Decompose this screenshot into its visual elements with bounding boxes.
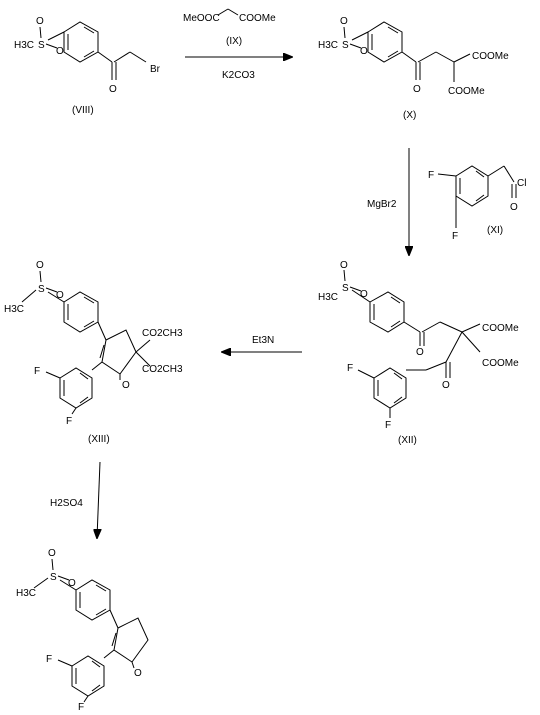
- x-ketone-o: O: [413, 84, 421, 95]
- xiii-fluorine-bottom: F: [66, 416, 72, 427]
- step4-reagent: H2SO4: [50, 498, 83, 509]
- viii-methyl: H3C: [14, 40, 34, 51]
- xii-sulfonyl-o-top: O: [340, 260, 348, 271]
- step2-conditions: MgBr2: [367, 148, 409, 255]
- xii-ester-top: COOMe: [482, 323, 519, 334]
- compound-xii: S O O H3C O COOMe COOMe O F F (XII): [318, 260, 519, 446]
- xii-ester-bottom: COOMe: [482, 358, 519, 369]
- xiii-label: (XIII): [88, 434, 110, 445]
- xii-label: (XII): [398, 435, 417, 446]
- viii-bromine: Br: [150, 64, 161, 75]
- xiii-fluorine-top: F: [34, 366, 40, 377]
- compound-x: S O O H3C O COOMe COOMe (X): [318, 16, 509, 121]
- xiii-ester-top: CO2CH3: [142, 328, 183, 339]
- step4-arrow: [97, 461, 100, 538]
- step3-reagent: Et3N: [252, 335, 274, 346]
- viii-ketone-o: O: [109, 84, 117, 95]
- xi-label: (XI): [487, 225, 503, 236]
- product-methyl: H3C: [16, 588, 36, 599]
- step4-conditions: H2SO4: [50, 461, 100, 538]
- xiii-ketone-o: O: [122, 380, 130, 391]
- step1-conditions: MeOOC COOMe (IX) K2CO3: [183, 8, 292, 81]
- x-methyl: H3C: [318, 40, 338, 51]
- product-sulfonyl-o-top: O: [48, 548, 56, 559]
- viii-sulfur: S: [38, 40, 45, 51]
- x-label: (X): [403, 110, 416, 121]
- product-fluorine-bottom: F: [78, 702, 84, 713]
- final-product: S O O H3C O F F: [16, 548, 149, 713]
- xi-fluorine-top: F: [428, 170, 434, 181]
- xi-fluorine-bottom: F: [452, 231, 458, 242]
- step3-conditions: Et3N: [222, 335, 302, 352]
- step1-reagent-right: COOMe: [239, 13, 276, 24]
- product-sulfur: S: [50, 572, 57, 583]
- x-sulfonyl-o-top: O: [340, 16, 348, 27]
- xiii-sulfonyl-o-right: O: [56, 290, 64, 301]
- x-ester-top: COOMe: [472, 51, 509, 62]
- xii-ketone-o-top: O: [416, 347, 424, 358]
- viii-sulfonyl-o-right: O: [56, 46, 64, 57]
- xi-chlorine: Cl: [517, 178, 526, 189]
- xii-sulfonyl-o-right: O: [360, 289, 368, 300]
- step1-base: K2CO3: [222, 70, 255, 81]
- xiii-ester-bottom: CO2CH3: [142, 364, 183, 375]
- product-sulfonyl-o-right: O: [68, 578, 76, 589]
- product-fluorine-top: F: [46, 654, 52, 665]
- x-ester-bottom: COOMe: [448, 86, 485, 97]
- x-sulfonyl-o-right: O: [360, 46, 368, 57]
- x-sulfur: S: [342, 40, 349, 51]
- xii-fluorine-bottom: F: [385, 420, 391, 431]
- product-ketone-o: O: [134, 668, 142, 679]
- step2-reagent: MgBr2: [367, 199, 397, 210]
- compound-xiii: S O O H3C CO2CH3 CO2CH3 O F F (XIII): [4, 260, 183, 445]
- xiii-sulfur: S: [38, 284, 45, 295]
- step1-reagent-left: MeOOC: [183, 13, 220, 24]
- xii-sulfur: S: [342, 283, 349, 294]
- xii-ketone-o-bottom: O: [442, 380, 450, 391]
- compound-xi: F F Cl O (XI): [428, 165, 526, 242]
- xi-carbonyl-o: O: [510, 202, 518, 213]
- xii-methyl: H3C: [318, 292, 338, 303]
- viii-label: (VIII): [72, 105, 94, 116]
- step1-reagent-label: (IX): [226, 36, 242, 47]
- xiii-methyl: H3C: [4, 304, 24, 315]
- viii-sulfonyl-o-top: O: [36, 16, 44, 27]
- xii-fluorine-top: F: [347, 363, 353, 374]
- xiii-sulfonyl-o-top: O: [36, 260, 44, 271]
- compound-viii: S O O H3C O Br (VIII): [14, 16, 161, 116]
